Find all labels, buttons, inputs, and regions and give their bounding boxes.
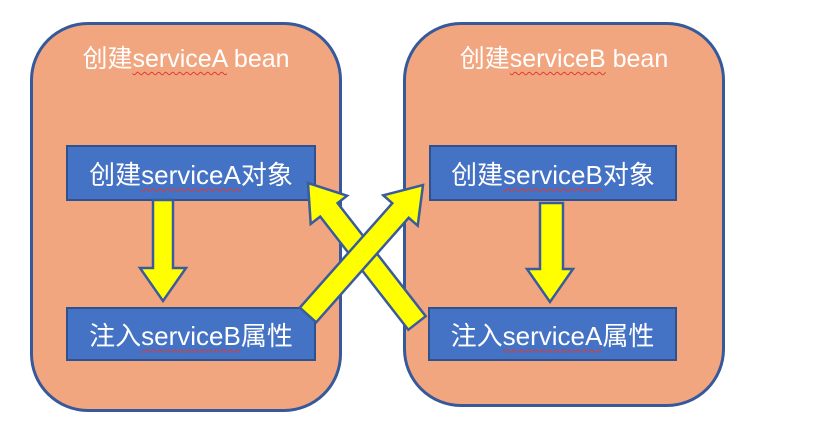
title-text-pre: 创建 [459,45,510,73]
container-serviceb-bean: 创建serviceB bean 创建serviceB对象 注入serviceA属… [403,22,725,407]
title-text-word: serviceA [132,45,227,73]
title-text-post: bean [605,45,669,73]
container-servicea-title: 创建serviceA bean [33,43,339,75]
step-text-post: 对象 [602,159,655,190]
step-text-word: serviceA [141,159,241,190]
container-servicea-bean: 创建serviceA bean 创建serviceA对象 注入serviceB属… [30,22,342,412]
step-text: 注入serviceA属性 [451,316,655,353]
step-box-inject-servicea-property: 注入serviceA属性 [428,307,677,361]
step-text: 创建serviceB对象 [451,155,655,192]
step-text: 注入serviceB属性 [89,316,293,353]
title-text-pre: 创建 [82,45,133,73]
step-text-word: serviceB [141,320,241,351]
step-box-create-servicea-object: 创建serviceA对象 [66,145,316,201]
step-text-word: serviceB [503,159,603,190]
step-text-post: 属性 [240,320,293,351]
step-text-pre: 创建 [451,159,504,190]
step-text-post: 属性 [602,320,655,351]
container-serviceb-title: 创建serviceB bean [406,43,722,75]
title-text-word: serviceB [509,45,606,73]
step-box-inject-serviceb-property: 注入serviceB属性 [66,307,316,361]
step-text-word: serviceA [502,320,603,351]
title-text-post: bean [226,45,290,73]
step-text-pre: 创建 [89,159,142,190]
step-text-pre: 注入 [450,320,503,351]
step-text-pre: 注入 [89,320,142,351]
step-text: 创建serviceA对象 [89,155,293,192]
step-text-post: 对象 [240,159,293,190]
step-box-create-serviceb-object: 创建serviceB对象 [429,145,677,201]
